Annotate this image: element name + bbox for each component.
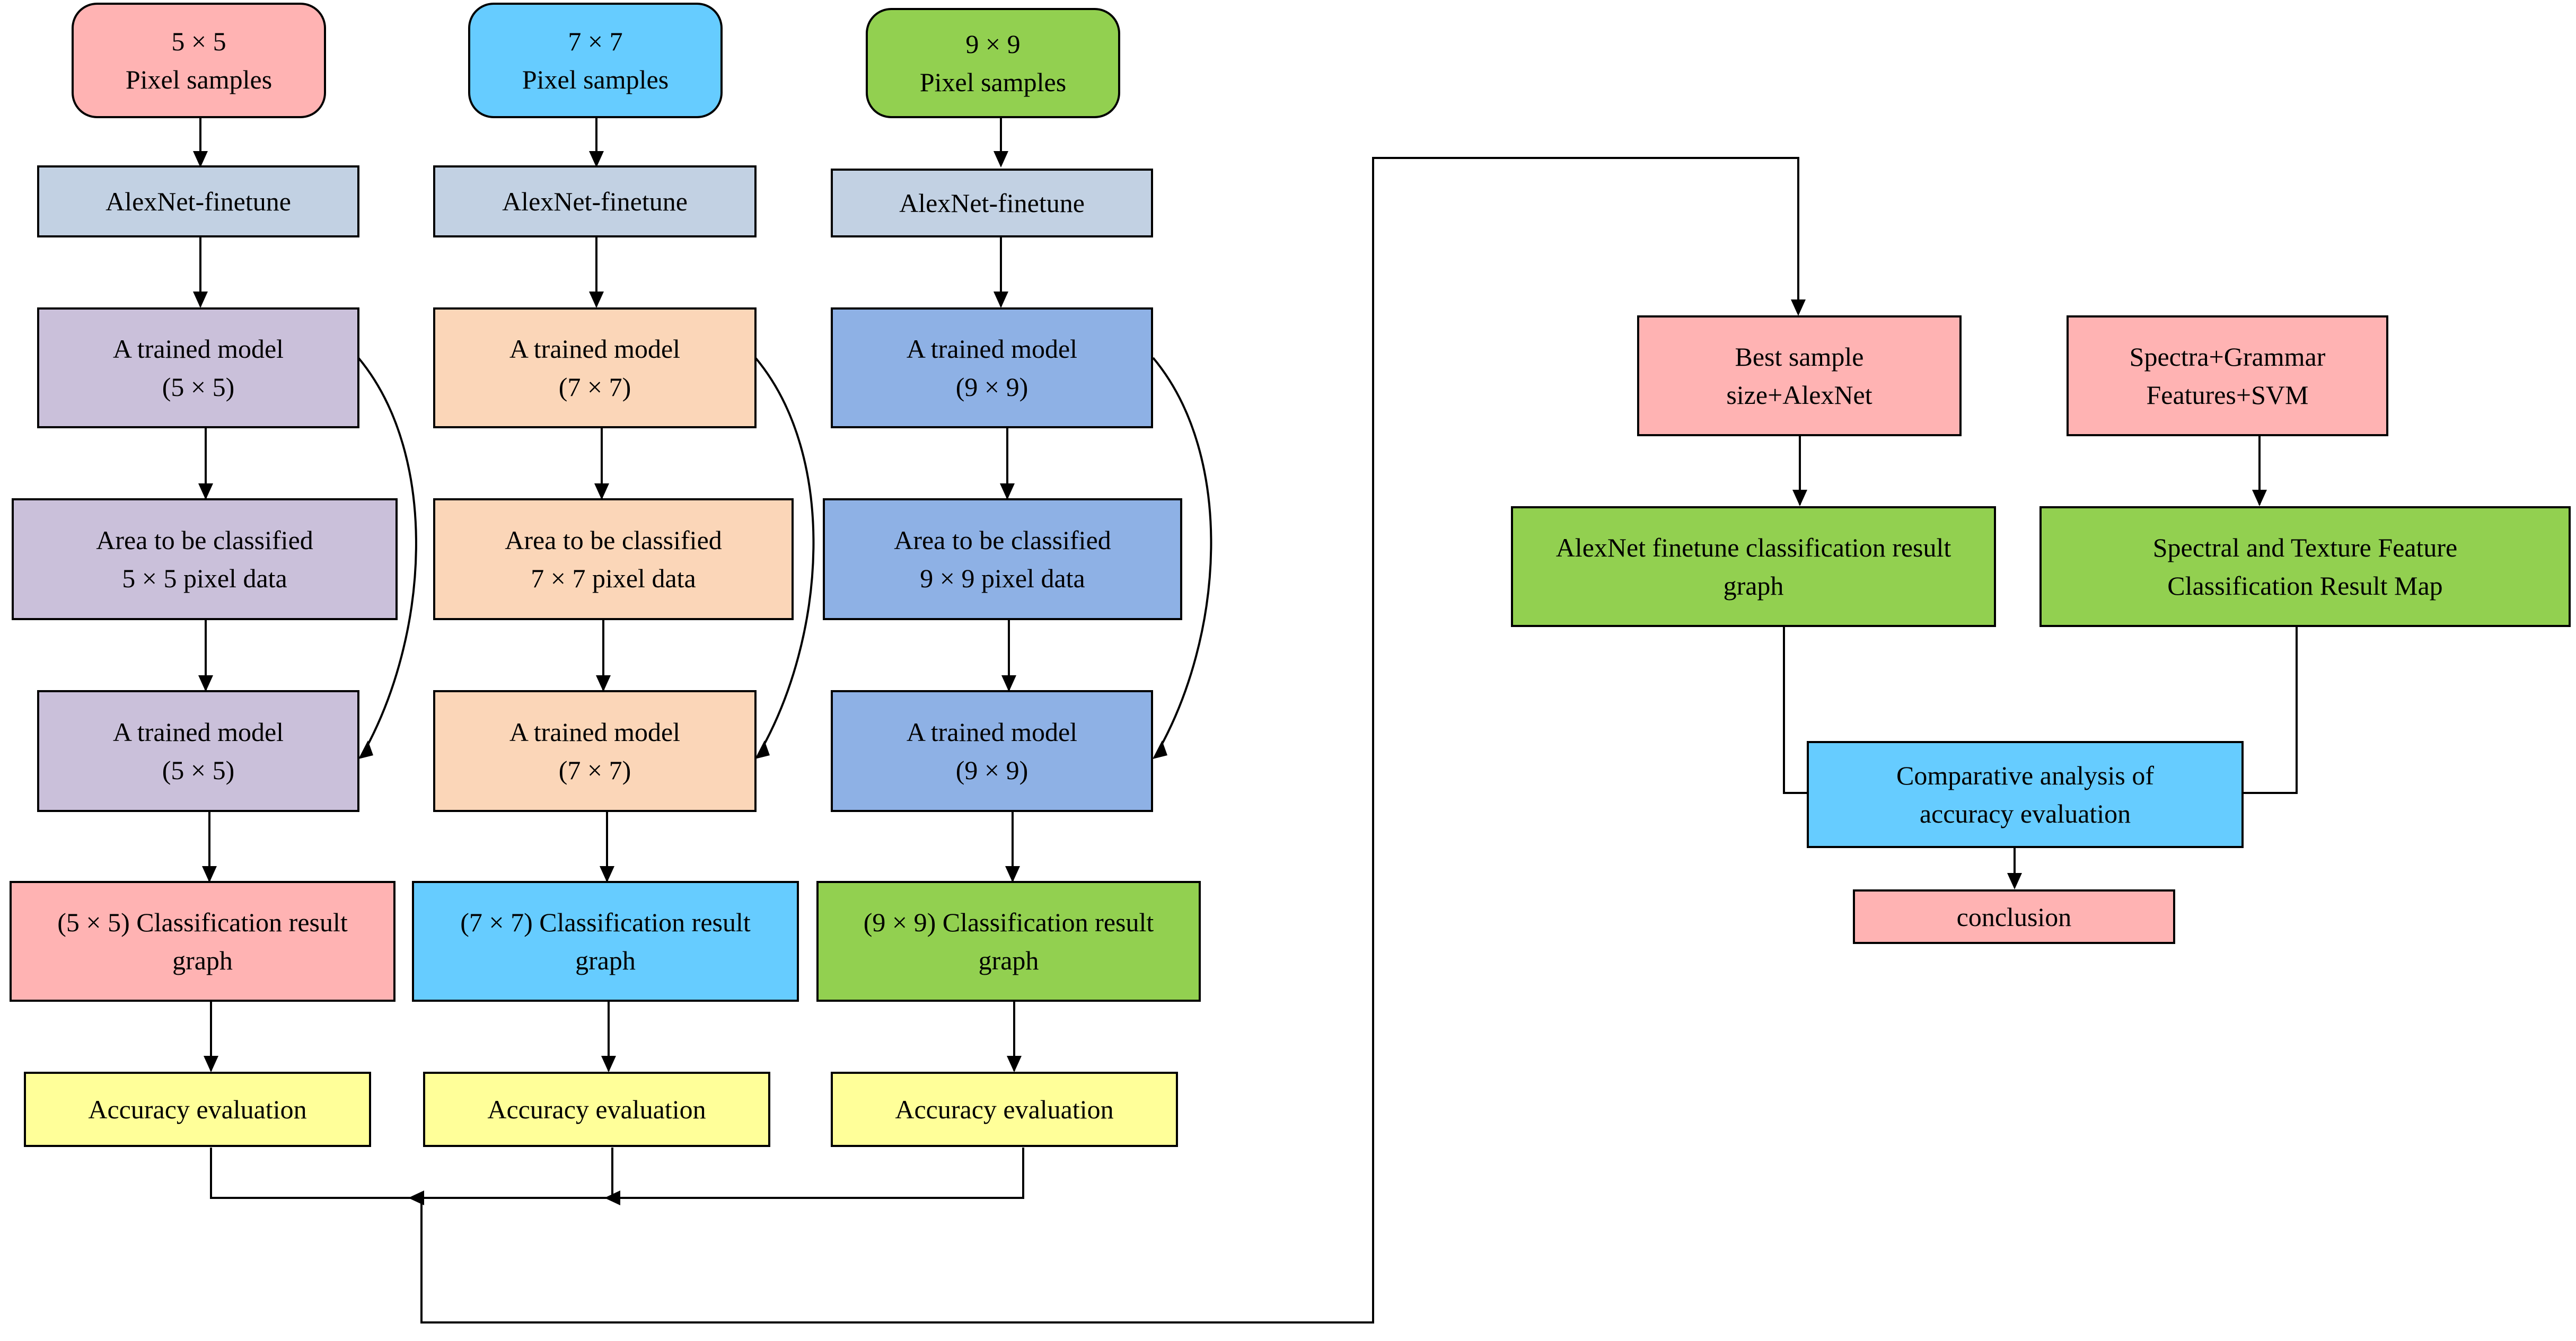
curve-c2 — [754, 357, 815, 756]
area-label-7x7: Area to be classified 7 × 7 pixel data — [505, 525, 722, 593]
spectral-result-label: Spectral and Texture Feature Classificat… — [2152, 533, 2458, 601]
trained-model-2-label-7x7: A trained model (7 × 7) — [509, 717, 681, 785]
conclusion-box: conclusion — [1853, 889, 2175, 944]
samples-label-5x5: 5 × 5 Pixel samples — [125, 27, 272, 94]
result-label-5x5: (5 × 5) Classification result graph — [57, 907, 348, 975]
arrowheads — [193, 151, 2267, 1205]
samples-label-9x9: 9 × 9 Pixel samples — [919, 29, 1067, 97]
trained-model-box-5x5: A trained model (5 × 5) — [37, 307, 359, 428]
curve-c3 — [1152, 357, 1212, 756]
area-label-5x5: Area to be classified 5 × 5 pixel data — [96, 525, 313, 593]
accuracy-label-5x5: Accuracy evaluation — [88, 1095, 307, 1124]
result-box-5x5: (5 × 5) Classification result graph — [10, 881, 395, 1002]
accuracy-box-5x5: Accuracy evaluation — [24, 1072, 371, 1147]
accuracy-label-7x7: Accuracy evaluation — [487, 1095, 706, 1124]
samples-box-9x9: 9 × 9 Pixel samples — [866, 8, 1120, 118]
samples-box-7x7: 7 × 7 Pixel samples — [468, 3, 723, 118]
result-label-9x9: (9 × 9) Classification result graph — [863, 907, 1154, 975]
alexnet-result-label: AlexNet finetune classification result g… — [1555, 533, 1951, 601]
area-label-9x9: Area to be classified 9 × 9 pixel data — [894, 525, 1111, 593]
samples-box-5x5: 5 × 5 Pixel samples — [72, 3, 326, 118]
curve-c1 — [357, 357, 417, 756]
best-sample-box: Best sample size+AlexNet — [1637, 315, 1962, 436]
area-box-7x7: Area to be classified 7 × 7 pixel data — [433, 498, 794, 620]
area-box-5x5: Area to be classified 5 × 5 pixel data — [12, 498, 398, 620]
network-box-9x9: AlexNet-finetune — [831, 169, 1153, 237]
trained-model-box-9x9: A trained model (9 × 9) — [831, 307, 1153, 428]
comparative-label: Comparative analysis of accuracy evaluat… — [1896, 761, 2154, 828]
trained-model-2-box-5x5: A trained model (5 × 5) — [37, 690, 359, 812]
accuracy-box-9x9: Accuracy evaluation — [831, 1072, 1178, 1147]
trained-model-2-label-5x5: A trained model (5 × 5) — [112, 717, 284, 785]
accuracy-box-7x7: Accuracy evaluation — [423, 1072, 770, 1147]
trained-model-label-5x5: A trained model (5 × 5) — [112, 334, 284, 402]
spectra-label: Spectra+Grammar Features+SVM — [2129, 342, 2326, 410]
trained-model-2-label-9x9: A trained model (9 × 9) — [906, 717, 1078, 785]
comparative-box: Comparative analysis of accuracy evaluat… — [1807, 741, 2244, 848]
network-label-7x7: AlexNet-finetune — [502, 187, 688, 216]
result-label-7x7: (7 × 7) Classification result graph — [460, 907, 751, 975]
area-box-9x9: Area to be classified 9 × 9 pixel data — [823, 498, 1182, 620]
spectra-box: Spectra+Grammar Features+SVM — [2067, 315, 2388, 436]
spectral-result-box: Spectral and Texture Feature Classificat… — [2039, 506, 2571, 627]
network-box-5x5: AlexNet-finetune — [37, 165, 359, 237]
samples-label-7x7: 7 × 7 Pixel samples — [522, 27, 669, 94]
best-sample-label: Best sample size+AlexNet — [1726, 342, 1872, 410]
result-box-9x9: (9 × 9) Classification result graph — [816, 881, 1201, 1002]
result-box-7x7: (7 × 7) Classification result graph — [412, 881, 799, 1002]
network-label-5x5: AlexNet-finetune — [105, 187, 291, 216]
merge-c1 — [210, 1148, 421, 1199]
merge-c3 — [615, 1148, 1024, 1199]
trained-model-label-9x9: A trained model (9 × 9) — [906, 334, 1078, 402]
network-box-7x7: AlexNet-finetune — [433, 165, 757, 237]
accuracy-label-9x9: Accuracy evaluation — [895, 1095, 1114, 1124]
trained-model-box-7x7: A trained model (7 × 7) — [433, 307, 757, 428]
loop-to-right — [420, 157, 1799, 1324]
trained-model-2-box-7x7: A trained model (7 × 7) — [433, 690, 757, 812]
conclusion-label: conclusion — [1956, 902, 2072, 932]
trained-model-label-7x7: A trained model (7 × 7) — [509, 334, 681, 402]
network-label-9x9: AlexNet-finetune — [899, 188, 1085, 218]
trained-model-2-box-9x9: A trained model (9 × 9) — [831, 690, 1153, 812]
alexnet-result-box: AlexNet finetune classification result g… — [1511, 506, 1996, 627]
line-spectral-to-compare — [2243, 625, 2298, 794]
line-alexnet-to-compare — [1783, 625, 1808, 794]
